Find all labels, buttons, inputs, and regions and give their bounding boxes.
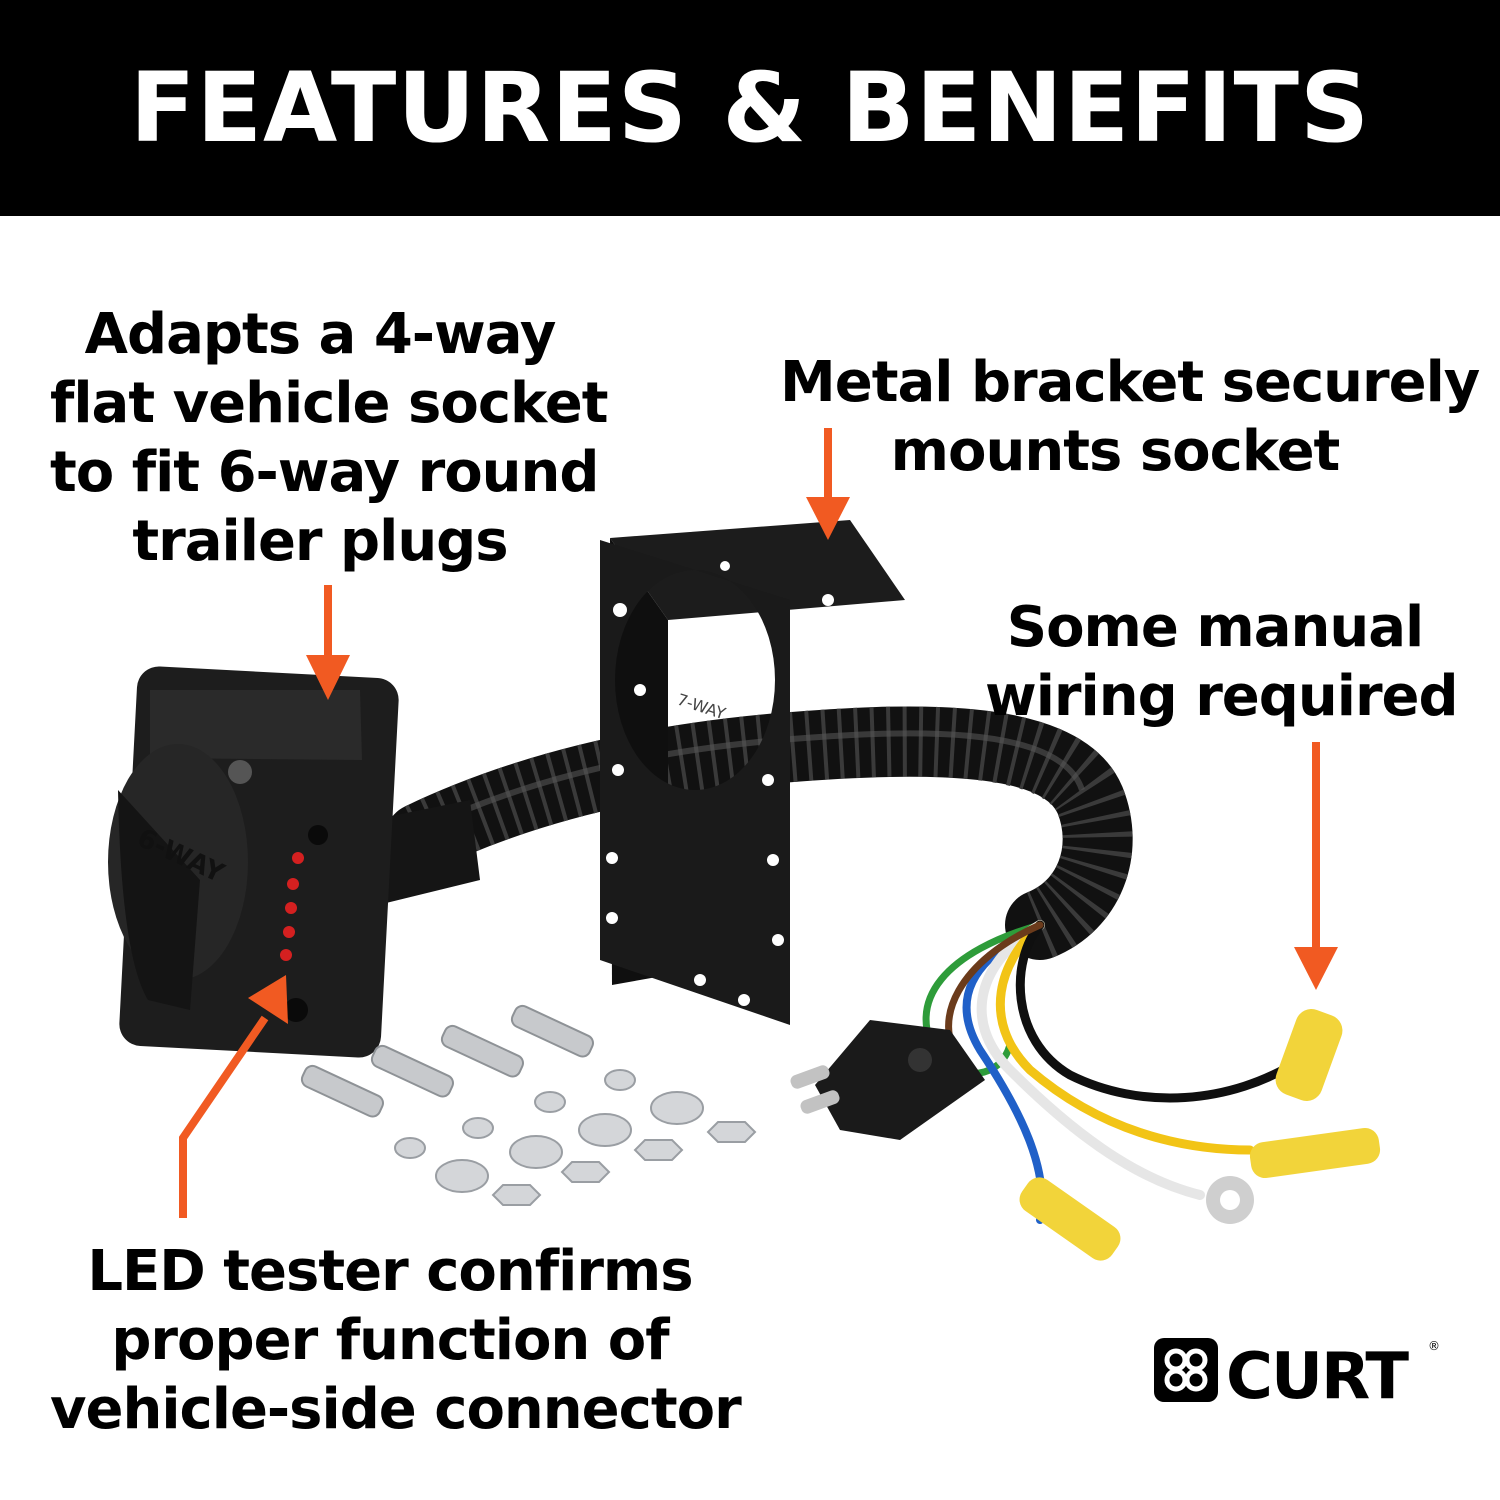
arrow-icon: [1294, 742, 1338, 990]
arrow-icon: [306, 585, 350, 700]
page-title: FEATURES & BENEFITS: [129, 52, 1371, 164]
four-way-flat-plug: [790, 1020, 985, 1140]
callout-wiring: Some manual wiring required: [985, 595, 1459, 729]
wire-bundle: [922, 920, 1305, 1224]
arrow-icon: [179, 975, 288, 1218]
bracket-embossed-label: 7-WAY: [675, 690, 728, 724]
curt-brand-logo: CURT ®: [1154, 1338, 1440, 1410]
callout-bracket: Metal bracket securely mounts socket: [780, 350, 1480, 484]
brand-name: CURT: [1226, 1340, 1409, 1410]
arrow-icon: [806, 428, 850, 540]
callout-adapter: Adapts a 4-way flat vehicle socket to fi…: [50, 302, 609, 574]
header-banner: FEATURES & BENEFITS: [0, 0, 1500, 216]
mounting-hardware: [300, 1004, 757, 1206]
six-way-socket: 6-WAY: [108, 666, 480, 1058]
wire-terminals: [1019, 1009, 1381, 1261]
curt-logo-icon: [1154, 1338, 1218, 1402]
callout-led-tester: LED tester confirms proper function of v…: [50, 1239, 742, 1442]
registered-mark: ®: [1428, 1339, 1440, 1353]
